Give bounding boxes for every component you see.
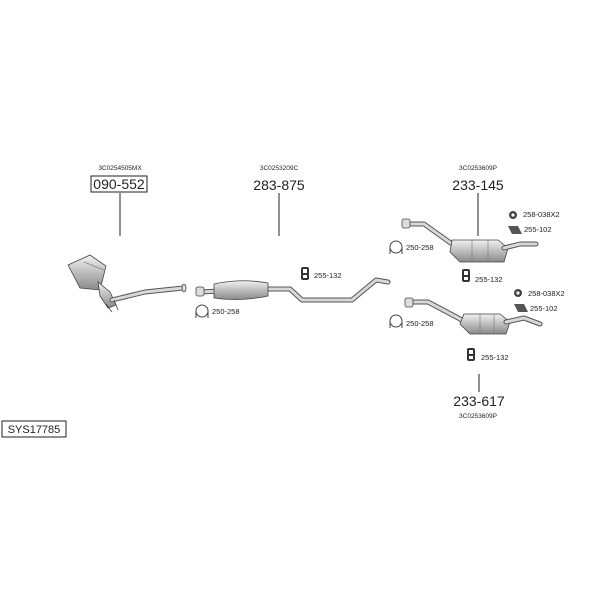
oem-number-233-617: 3C0253609P [459,413,497,420]
nut-icon [514,289,522,297]
assembly-233-145[interactable]: 3C0253609P 233-145 [401,165,539,263]
part-number-box [90,175,148,193]
rear-silencer-drawing-bottom [404,297,543,335]
system-code-box [1,420,67,438]
oem-number-233-145: 3C0253609P [459,165,497,172]
bracket-258-038x2-top[interactable]: 258-038X2 [509,210,560,219]
clamp-250-258-bottom[interactable]: 250-258 [389,314,434,328]
hanger-255-132-top[interactable]: 255-132 [462,269,503,284]
hanger-label: 255-132 [475,275,503,284]
rubber-hanger-icon [301,267,309,280]
part-number-233-145: 233-145 [452,177,504,193]
middle-silencer-pipe-drawing [195,277,391,303]
assembly-233-617[interactable]: 233-617 3C0253609P [404,297,543,420]
hanger-label: 255-132 [314,271,342,280]
oem-number-283-875: 3C0253209C [260,165,299,172]
catalytic-converter-drawing [67,254,187,313]
rubber-hanger-icon [467,348,475,361]
system-code: SYS17785 [1,420,67,438]
clamp-icon [389,240,403,254]
bracket-258-038x2-bottom[interactable]: 258-038X2 [514,289,565,298]
mount-label: 255-102 [524,225,552,234]
nut-icon [509,211,517,219]
mount-bracket-icon [508,226,522,234]
clamp-label: 250-258 [406,319,434,328]
part-number-233-617: 233-617 [453,393,505,409]
part-number-283-875: 283-875 [253,177,305,193]
clamp-250-258-middle[interactable]: 250-258 [195,304,240,318]
clamp-icon [195,304,209,318]
bracket-label: 258-038X2 [523,210,560,219]
mount-label: 255-102 [530,304,558,313]
hanger-255-132-middle[interactable]: 255-132 [301,267,342,280]
clamp-label: 250-258 [406,243,434,252]
assembly-283-875[interactable]: 3C0253209C 283-875 [195,165,391,303]
mount-255-102-bottom[interactable]: 255-102 [514,304,558,313]
hanger-label: 255-132 [481,353,509,362]
assembly-090-552[interactable]: 3C0254505MX 090-552 [67,165,187,313]
clamp-label: 250-258 [212,307,240,316]
clamp-icon [389,314,403,328]
clamp-250-258-top[interactable]: 250-258 [389,240,434,254]
rubber-hanger-icon [462,269,470,282]
system-code-label: SYS17785 [8,424,61,436]
rear-silencer-drawing-top [401,218,539,263]
mount-255-102-top[interactable]: 255-102 [508,225,552,234]
hanger-255-132-bottom[interactable]: 255-132 [467,348,509,362]
oem-number-090-552: 3C0254505MX [98,165,142,172]
mount-bracket-icon [514,304,528,312]
part-number-090-552: 090-552 [93,176,145,192]
bracket-label: 258-038X2 [528,289,565,298]
